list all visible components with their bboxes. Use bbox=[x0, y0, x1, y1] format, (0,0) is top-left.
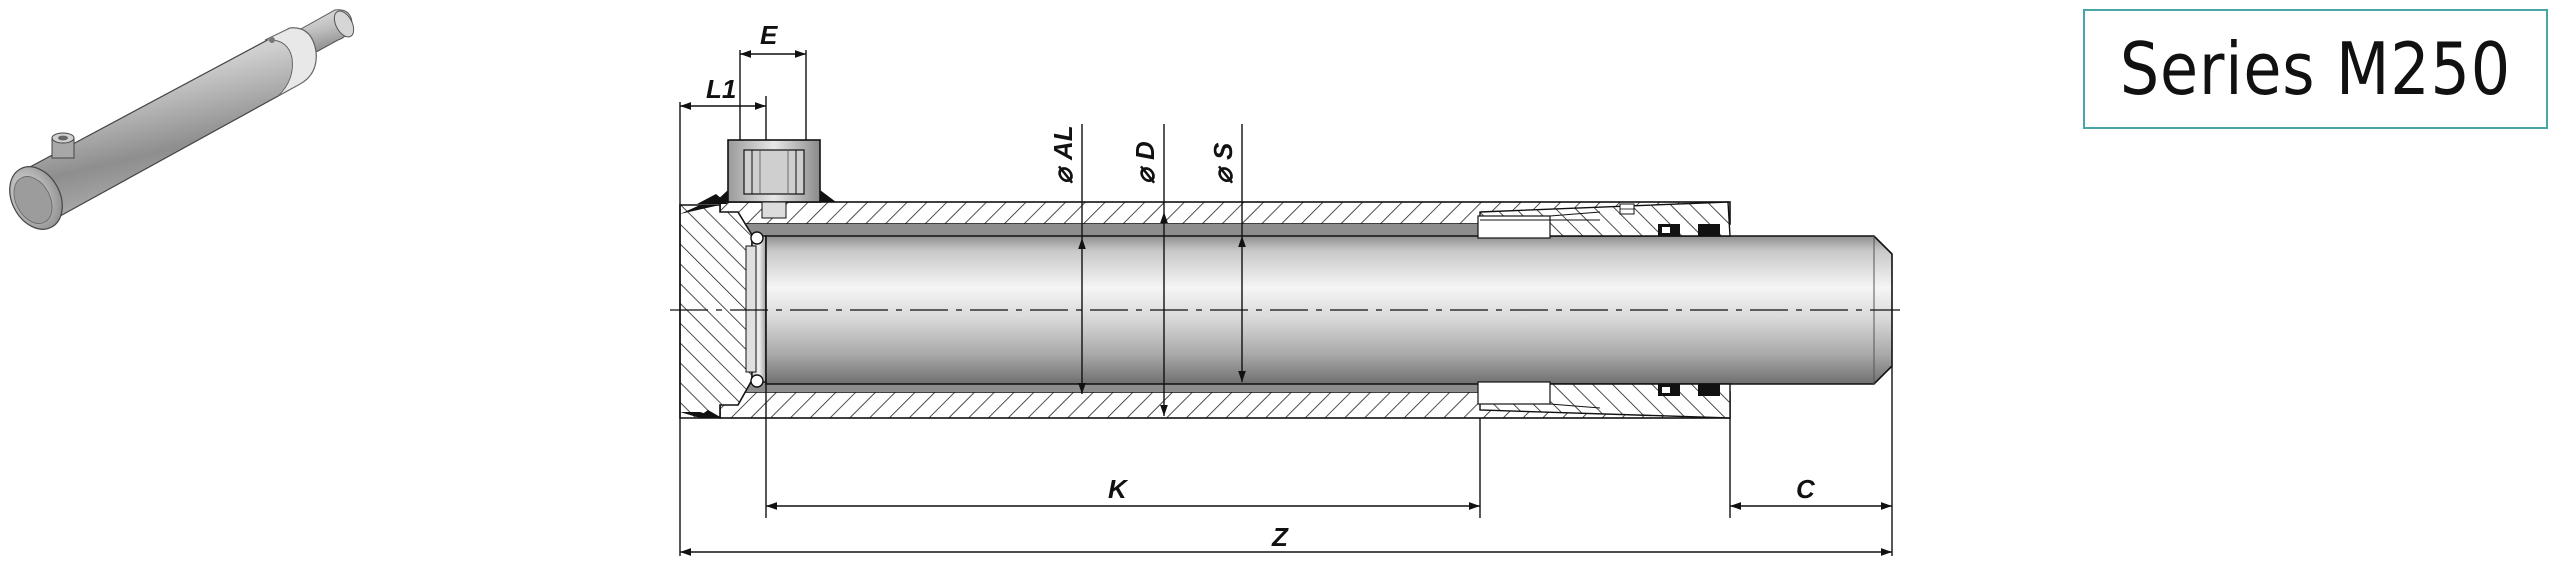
cylinder-3d-thumbnail bbox=[9, 9, 355, 230]
dim-label-e: E bbox=[760, 20, 778, 50]
thumb-port-fitting bbox=[51, 132, 75, 159]
dim-label-d: D bbox=[1130, 141, 1160, 160]
diameter-symbol-d: ⌀ bbox=[1130, 165, 1160, 184]
port-fitting bbox=[715, 139, 836, 219]
series-title-box: Series M250 bbox=[2083, 9, 2548, 129]
dimension-lines bbox=[679, 50, 1893, 556]
gland-head bbox=[1477, 201, 1731, 419]
dim-label-c: C bbox=[1796, 474, 1816, 504]
dim-label-z: Z bbox=[1271, 522, 1289, 552]
diameter-symbol-s: ⌀ bbox=[1208, 165, 1238, 184]
diameter-symbol-al: ⌀ bbox=[1048, 165, 1078, 184]
technical-drawing: E L1 K C Z ⌀ AL ⌀ D ⌀ S bbox=[670, 20, 1900, 556]
dim-label-l1: L1 bbox=[706, 74, 736, 104]
piston bbox=[745, 231, 767, 388]
dim-label-al: AL bbox=[1048, 125, 1078, 161]
end-cap bbox=[679, 194, 753, 419]
series-title: Series M250 bbox=[2119, 27, 2512, 111]
dim-label-k: K bbox=[1108, 474, 1129, 504]
thumb-endcap bbox=[9, 166, 63, 230]
thumb-barrel bbox=[27, 27, 317, 227]
dim-label-s: S bbox=[1208, 142, 1238, 160]
